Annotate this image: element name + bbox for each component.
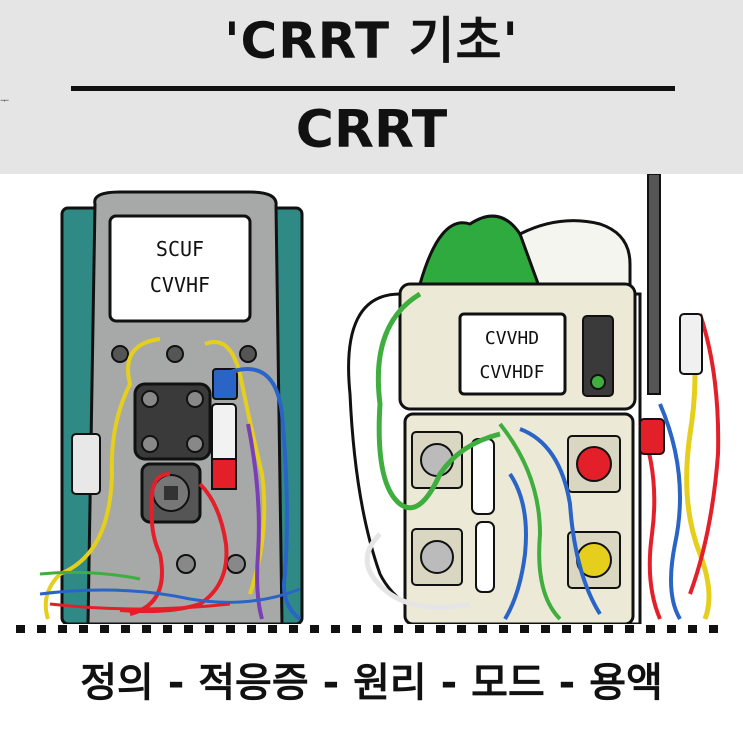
- left-crrt-machine: SCUF CVVHF: [39, 190, 304, 624]
- dotted-divider: [16, 625, 728, 633]
- right-screen-line1: CVVHD: [485, 328, 539, 349]
- left-screen-line1: SCUF: [156, 237, 204, 261]
- right-crrt-machine: CVVHD CVVHDF: [347, 214, 721, 624]
- page-subtitle: CRRT: [295, 100, 448, 160]
- page-title: 'CRRT 기초': [224, 12, 519, 70]
- right-screen-line2: CVVHDF: [479, 362, 544, 383]
- topic-list: 정의 - 적응증 - 원리 - 모드 - 용액: [80, 660, 663, 706]
- iv-pole: [647, 174, 661, 395]
- left-screen-line2: CVVHF: [150, 273, 210, 297]
- stray-mark: ᅮ: [0, 96, 10, 107]
- title-divider: [71, 86, 675, 91]
- title-banner: ᅮ 'CRRT 기초' CRRT: [0, 0, 743, 174]
- crrt-machines-illustration: SCUF CVVHF CVVHD: [39, 174, 721, 624]
